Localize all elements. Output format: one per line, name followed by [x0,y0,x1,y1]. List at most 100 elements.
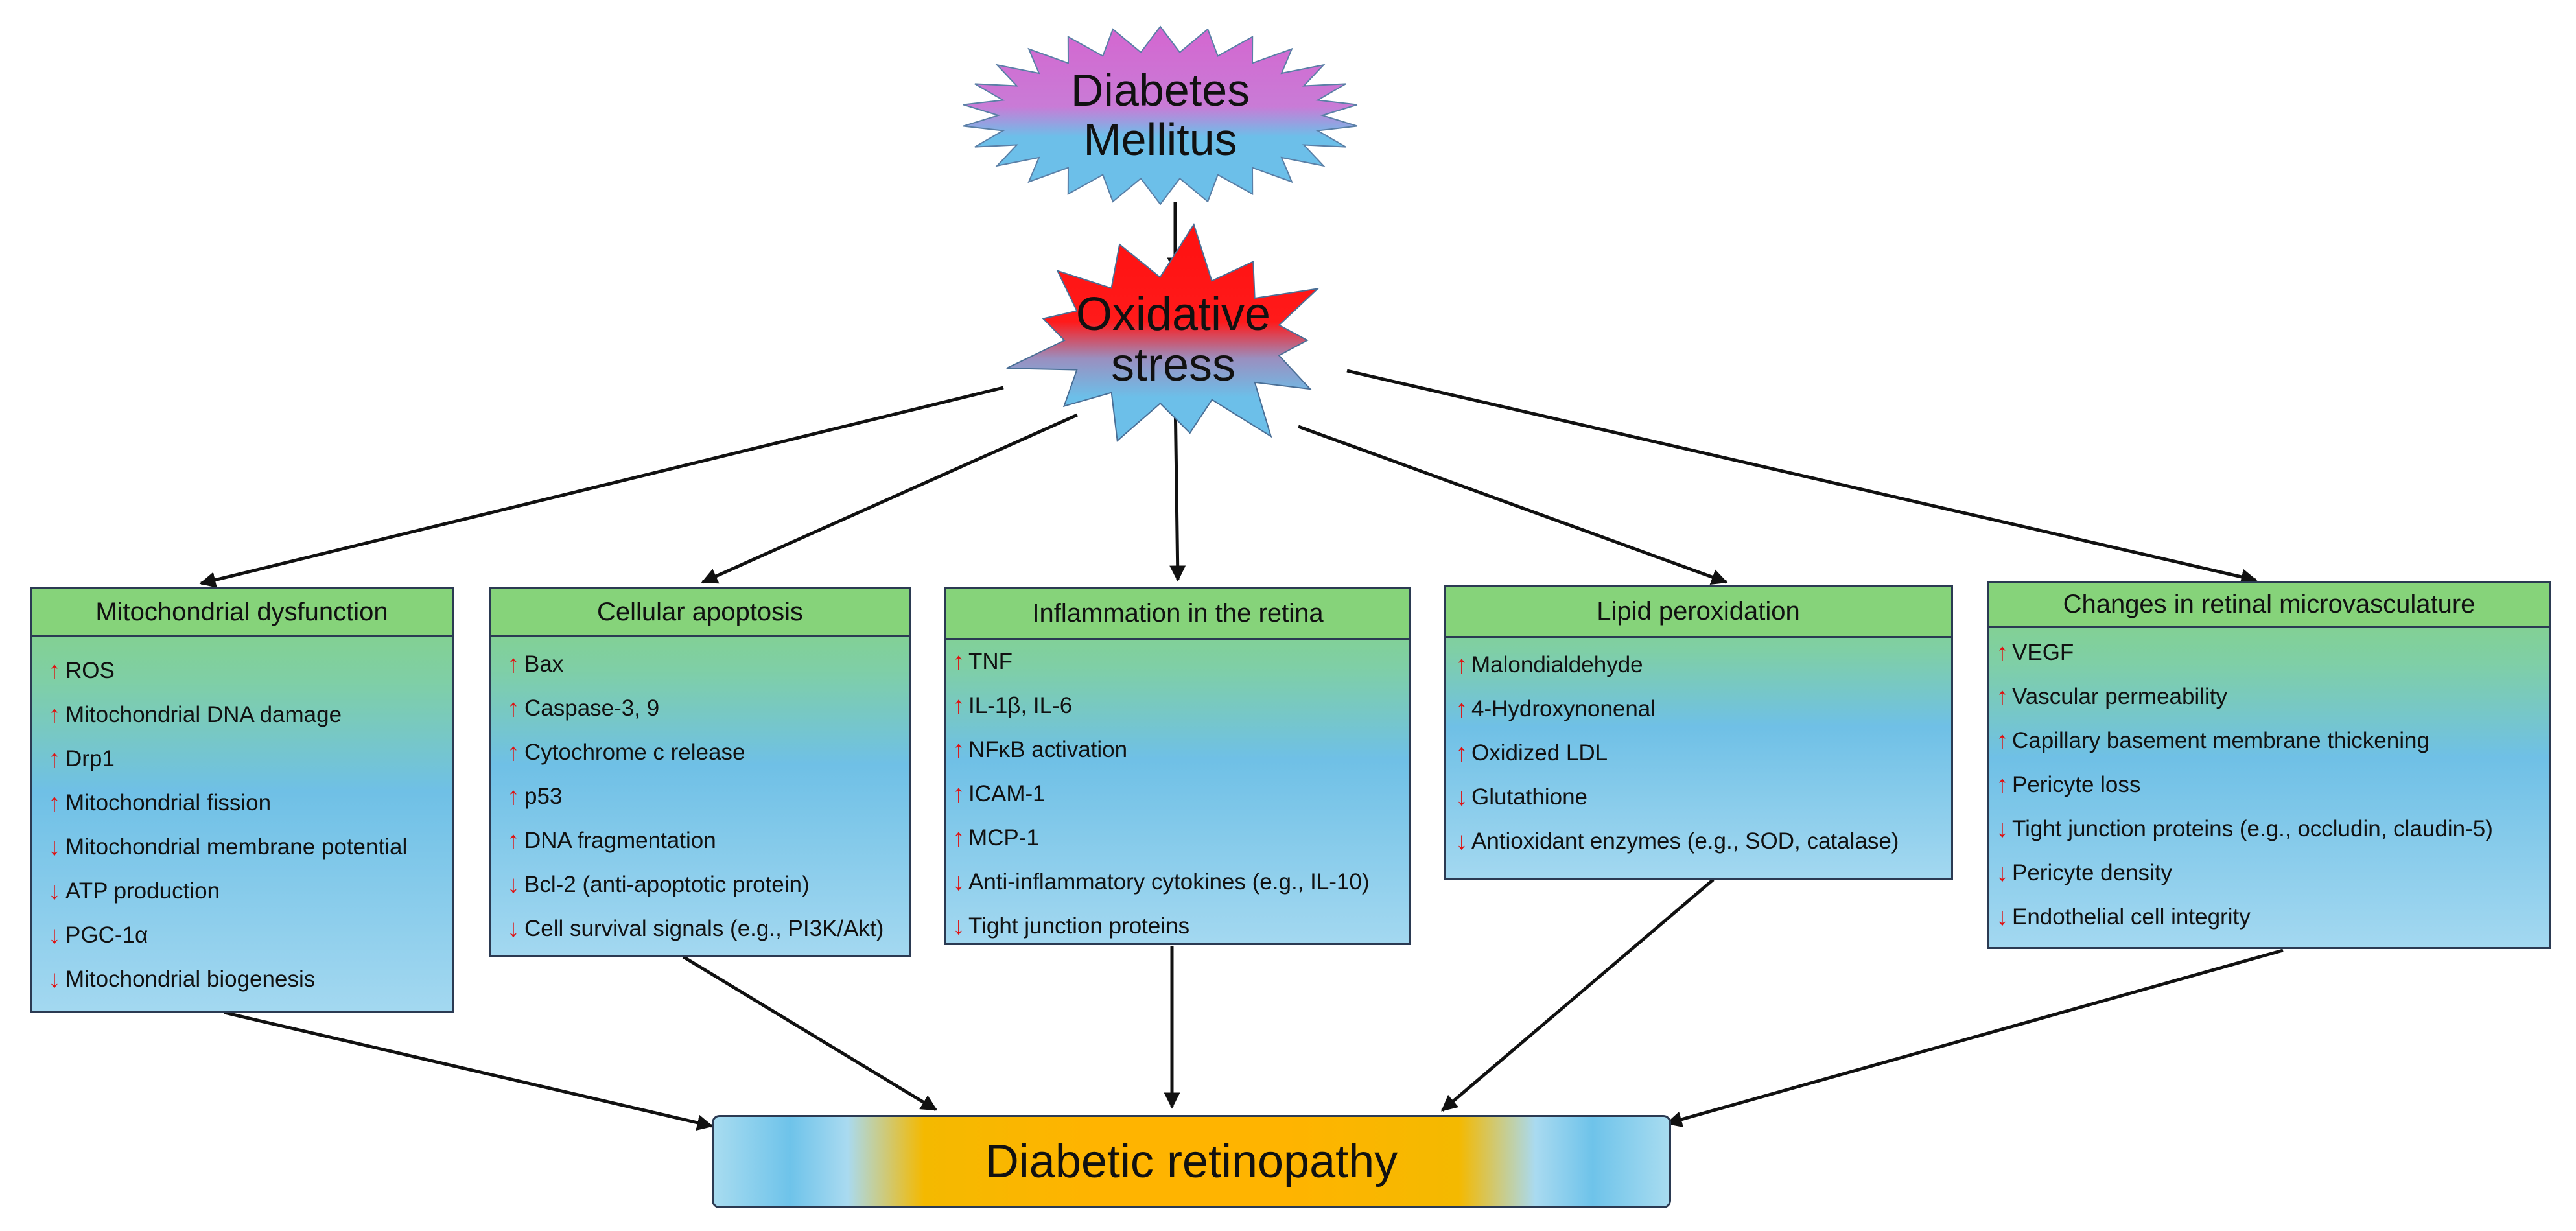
list-item: ↓PGC-1α [43,913,452,957]
oxidative-stress-starburst-shape [1006,222,1320,442]
apoptosis-items-list: ↑Bax ↑Caspase-3, 9 ↑Cytochrome c release… [491,637,909,951]
direction-arrow-icon: ↓ [1996,903,2009,931]
list-item: ↑Oxidized LDL [1455,731,1951,775]
list-item: ↓Bcl-2 (anti-apoptotic protein) [502,863,909,907]
box-title: Mitochondrial dysfunction [32,589,452,637]
arrow-apoptosis-to-retinopathy [682,955,938,1112]
diabetes-mellitus-node: Diabetes Mellitus [959,25,1361,206]
inflammation-retina-box: Inflammation in the retina ↑TNF ↑IL-1β, … [944,587,1411,945]
item-text: Mitochondrial DNA damage [65,702,342,727]
list-item: ↑TNF [952,640,1409,684]
direction-arrow-icon: ↓ [952,912,965,940]
arrow-microvasculature-to-retinopathy [1665,948,2284,1127]
item-text: TNF [968,649,1013,674]
list-item: ↓Tight junction proteins [952,904,1409,948]
list-item: ↑IL-1β, IL-6 [952,684,1409,728]
item-text: ROS [65,658,115,683]
arrow-stress-to-lipid [1298,425,1728,585]
item-text: Pericyte density [2012,860,2173,885]
list-item: ↑ICAM-1 [952,772,1409,816]
direction-arrow-icon: ↑ [48,657,61,685]
item-text: ICAM-1 [968,781,1046,806]
item-text: Bax [524,651,564,677]
direction-arrow-icon: ↓ [48,833,61,861]
list-item: ↑Mitochondrial fission [43,781,452,825]
direction-arrow-icon: ↑ [1455,695,1468,723]
list-item: ↑Caspase-3, 9 [502,686,909,731]
arrow-stress-to-mitochondrial [199,386,1004,588]
arrow-stress-to-microvasculature [1346,369,2258,585]
direction-arrow-icon: ↑ [1455,739,1468,767]
item-text: Cell survival signals (e.g., PI3K/Akt) [524,916,884,941]
item-text: 4-Hydroxynonenal [1471,696,1656,721]
item-text: Mitochondrial biogenesis [65,967,316,992]
list-item: ↑ROS [43,649,452,693]
direction-arrow-icon: ↑ [48,701,61,729]
item-text: Oxidized LDL [1471,740,1608,766]
list-item: ↓Tight junction proteins (e.g., occludin… [1995,807,2549,851]
item-text: Antioxidant enzymes (e.g., SOD, catalase… [1471,828,1899,854]
list-item: ↓Antioxidant enzymes (e.g., SOD, catalas… [1455,819,1951,863]
direction-arrow-icon: ↑ [952,692,965,720]
item-text: VEGF [2012,640,2074,665]
mitochondrial-items-list: ↑ROS ↑Mitochondrial DNA damage ↑Drp1 ↑Mi… [32,637,452,1002]
box-title: Lipid peroxidation [1446,587,1951,638]
diabetic-retinopathy-node: Diabetic retinopathy [712,1115,1671,1208]
list-item: ↑Capillary basement membrane thickening [1995,719,2549,763]
direction-arrow-icon: ↑ [952,648,965,675]
item-text: Drp1 [65,746,115,771]
cellular-apoptosis-box: Cellular apoptosis ↑Bax ↑Caspase-3, 9 ↑C… [489,587,911,957]
diabetic-retinopathy-label: Diabetic retinopathy [985,1136,1398,1188]
list-item: ↑Cytochrome c release [502,731,909,775]
item-text: ATP production [65,878,220,904]
direction-arrow-icon: ↑ [507,650,520,678]
lipid-items-list: ↑Malondialdehyde ↑4-Hydroxynonenal ↑Oxid… [1446,638,1951,863]
item-text: IL-1β, IL-6 [968,693,1073,718]
item-text: Bcl-2 (anti-apoptotic protein) [524,872,810,897]
list-item: ↑NFκB activation [952,728,1409,772]
item-text: Mitochondrial fission [65,790,272,815]
arrow-lipid-to-retinopathy [1441,878,1715,1112]
microvasculature-items-list: ↑VEGF ↑ Vascular permeability ↑Capillary … [1989,628,2549,939]
direction-arrow-icon: ↑ [952,780,965,808]
list-item: ↑Drp1 [43,737,452,781]
direction-arrow-icon: ↑ [952,736,965,764]
direction-arrow-icon: ↓ [48,921,61,949]
box-title: Cellular apoptosis [491,589,909,637]
list-item: ↑VEGF [1995,631,2549,675]
list-item: ↓Endothelial cell integrity [1995,895,2549,939]
diabetes-line: Diabetes [1070,65,1250,116]
direction-arrow-icon: ↓ [952,868,965,896]
item-text: Malondialdehyde [1471,652,1643,677]
oxidative-stress-node: Oxidative stress [998,220,1348,460]
direction-arrow-icon: ↓ [48,965,61,993]
item-text: Pericyte loss [2012,772,2141,797]
direction-arrow-icon: ↑ [507,694,520,722]
direction-arrow-icon: ↑ [1996,771,2009,799]
list-item: ↑Pericyte loss [1995,763,2549,807]
list-item: ↑MCP-1 [952,816,1409,860]
item-text: Vascular permeability [2012,684,2227,709]
item-text: Tight junction proteins [968,913,1190,939]
direction-arrow-icon: ↓ [507,871,520,898]
item-text: Mitochondrial membrane potential [65,834,408,860]
list-item: ↑Bax [502,642,909,686]
direction-arrow-icon: ↑ [48,789,61,817]
list-item: ↓Pericyte density [1995,851,2549,895]
direction-arrow-icon: ↑ [48,745,61,773]
list-item: ↑Malondialdehyde [1455,643,1951,687]
list-item: ↓Anti-inflammatory cytokines (e.g., IL-1… [952,860,1409,904]
direction-arrow-icon: ↓ [507,915,520,943]
item-text: Capillary basement membrane thickening [2012,728,2430,753]
item-text: Cytochrome c release [524,740,745,765]
item-text: Anti-inflammatory cytokines (e.g., IL-10… [968,869,1370,895]
stress-line: stress [1110,339,1236,391]
item-text: Endothelial cell integrity [2012,904,2251,930]
item-text: NFκB activation [968,737,1128,762]
mellitus-line: Mellitus [1083,114,1237,165]
oxidative-line: Oxidative [1075,288,1271,341]
direction-arrow-icon: ↓ [1455,827,1468,855]
direction-arrow-icon: ↓ [48,877,61,905]
direction-arrow-icon: ↓ [1996,815,2009,843]
item-text: p53 [524,784,563,809]
